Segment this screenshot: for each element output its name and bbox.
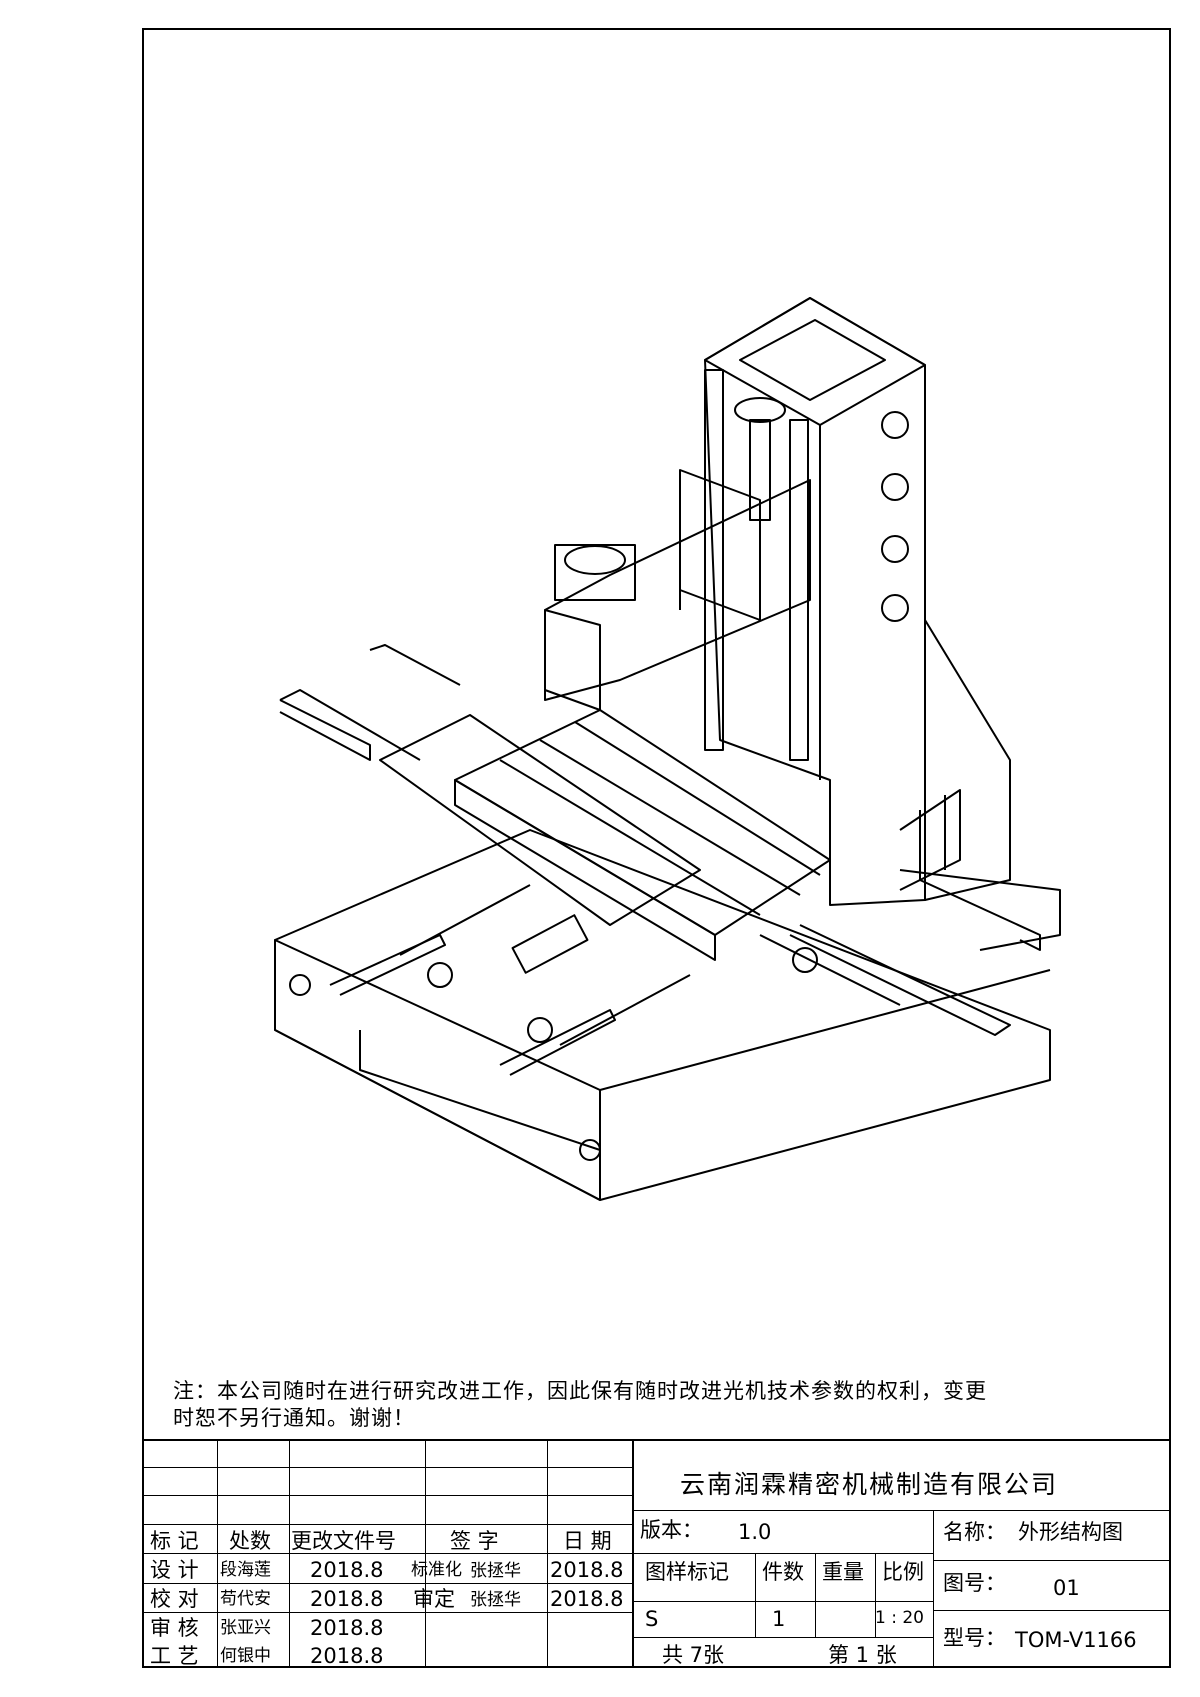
name-design: 段海莲 (220, 1560, 271, 1580)
note-line-1: 注：本公司随时在进行研究改进工作，因此保有随时改进光机技术参数的权利，变更 (173, 1379, 987, 1403)
date-approval: 2018.8 (550, 1587, 624, 1611)
value-scale: 1 : 20 (875, 1608, 924, 1628)
header-signature: 签 字 (450, 1529, 499, 1553)
role-standardization: 标准化 (411, 1560, 462, 1580)
drawing-frame (142, 28, 1171, 1668)
header-scale: 比例 (882, 1560, 924, 1584)
name-process: 何银中 (220, 1646, 271, 1666)
date-standardization: 2018.8 (550, 1558, 624, 1582)
x-cover-left (279, 699, 371, 761)
role-approval: 审定 (413, 1587, 455, 1611)
sheets-total: 共 7张 (662, 1643, 725, 1667)
value-drawing-mark: S (645, 1607, 659, 1631)
header-date: 日 期 (563, 1529, 612, 1553)
company-name: 云南润霖精密机械制造有限公司 (680, 1470, 1059, 1499)
name-label: 名称： (943, 1520, 1006, 1544)
role-review: 审 核 (150, 1616, 199, 1640)
date-design: 2018.8 (310, 1558, 384, 1582)
role-check: 校 对 (150, 1587, 199, 1611)
value-quantity: 1 (772, 1607, 786, 1631)
column-hole (881, 411, 909, 439)
y-cover-front (499, 1009, 616, 1076)
name-check: 苟代安 (220, 1589, 271, 1609)
disclaimer-note: 注：本公司随时在进行研究改进工作，因此保有随时改进光机技术参数的权利，变更 时恕… (173, 1378, 1163, 1432)
base-hole-left (289, 974, 311, 996)
x-cover-right (789, 924, 1011, 1036)
header-count: 处数 (229, 1529, 271, 1553)
header-quantity: 件数 (762, 1560, 804, 1584)
header-weight: 重量 (822, 1560, 864, 1584)
header-change-doc: 更改文件号 (291, 1529, 396, 1553)
name-approval: 张拯华 (470, 1590, 521, 1610)
date-review: 2018.8 (310, 1616, 384, 1640)
header-drawing-mark: 图样标记 (645, 1560, 729, 1584)
column (704, 297, 926, 906)
version-label: 版本： (640, 1518, 703, 1542)
model-label: 型号： (943, 1626, 1006, 1650)
date-check: 2018.8 (310, 1587, 384, 1611)
drawing-no-label: 图号： (943, 1571, 1006, 1595)
name-standardization: 张拯华 (470, 1561, 521, 1581)
sheets-current: 第 1 张 (828, 1643, 897, 1667)
base-hole-front (579, 1139, 601, 1161)
name-value: 外形结构图 (1018, 1520, 1123, 1544)
drawing-no-value: 01 (1053, 1576, 1080, 1600)
name-review: 张亚兴 (220, 1618, 271, 1638)
note-line-2: 时恕不另行通知。谢谢！ (173, 1406, 415, 1430)
version-value: 1.0 (738, 1520, 772, 1544)
spindle-head (544, 479, 811, 701)
role-process: 工 艺 (150, 1644, 199, 1668)
header-mark: 标 记 (150, 1529, 199, 1553)
model-value: TOM-V1166 (1015, 1628, 1137, 1652)
date-process: 2018.8 (310, 1644, 384, 1668)
role-design: 设 计 (150, 1558, 199, 1582)
saddle (379, 714, 701, 926)
